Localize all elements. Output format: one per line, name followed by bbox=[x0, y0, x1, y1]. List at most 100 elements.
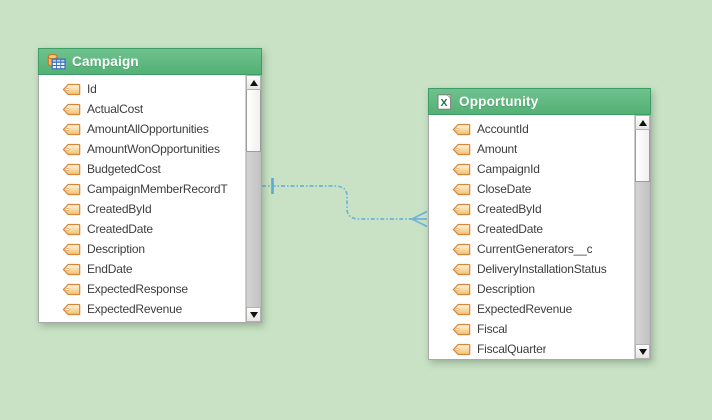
scroll-down-icon bbox=[250, 312, 258, 318]
field-label: CampaignMemberRecordT bbox=[87, 182, 228, 196]
campaign-field-list: Id ActualCost AmountAllOpportunities Amo… bbox=[39, 79, 244, 322]
field-row[interactable]: Description bbox=[429, 279, 633, 299]
tag-icon bbox=[62, 223, 81, 236]
field-row[interactable]: FiscalQuarter bbox=[429, 339, 633, 359]
opportunity-header[interactable]: X Opportunity bbox=[428, 88, 651, 115]
field-label: AccountId bbox=[477, 122, 529, 136]
field-label: CreatedById bbox=[87, 202, 152, 216]
tag-icon bbox=[452, 123, 471, 136]
field-row[interactable]: CreatedById bbox=[39, 199, 244, 219]
field-row[interactable]: Id bbox=[39, 79, 244, 99]
field-row[interactable]: Description bbox=[39, 239, 244, 259]
field-label: CurrentGenerators__c bbox=[477, 242, 592, 256]
opportunity-scrollbar[interactable] bbox=[634, 115, 650, 359]
field-label: BudgetedCost bbox=[87, 162, 161, 176]
field-label: ExpectedRevenue bbox=[477, 302, 572, 316]
campaign-header[interactable]: Campaign bbox=[38, 48, 262, 75]
tag-icon bbox=[452, 183, 471, 196]
field-label: CreatedDate bbox=[87, 222, 153, 236]
field-row[interactable]: ActualCost bbox=[39, 99, 244, 119]
tag-icon bbox=[452, 243, 471, 256]
opportunity-body: AccountId Amount CampaignId CloseDate Cr… bbox=[428, 115, 651, 360]
field-label: Description bbox=[477, 282, 535, 296]
tag-icon bbox=[62, 263, 81, 276]
tag-icon bbox=[452, 223, 471, 236]
field-row[interactable]: CreatedDate bbox=[39, 219, 244, 239]
field-row[interactable]: ExpectedResponse bbox=[39, 279, 244, 299]
tag-icon bbox=[62, 183, 81, 196]
field-label: AmountAllOpportunities bbox=[87, 122, 209, 136]
tag-icon bbox=[62, 123, 81, 136]
field-row[interactable]: ExpectedRevenue bbox=[429, 299, 633, 319]
field-row[interactable]: AmountAllOpportunities bbox=[39, 119, 244, 139]
scroll-up-icon bbox=[250, 80, 258, 86]
tag-icon bbox=[62, 283, 81, 296]
field-row[interactable]: AccountId bbox=[429, 119, 633, 139]
tag-icon bbox=[452, 343, 471, 356]
field-row[interactable]: DeliveryInstallationStatus bbox=[429, 259, 633, 279]
field-row[interactable]: CreatedById bbox=[429, 199, 633, 219]
field-label: Fiscal bbox=[477, 322, 507, 336]
tag-icon bbox=[62, 303, 81, 316]
field-label: Description bbox=[87, 242, 145, 256]
campaign-scrollbar[interactable] bbox=[245, 75, 261, 322]
scroll-down-button[interactable] bbox=[635, 344, 650, 359]
tag-icon bbox=[452, 143, 471, 156]
tag-icon bbox=[62, 103, 81, 116]
field-row[interactable]: CampaignMemberRecordT bbox=[39, 179, 244, 199]
svg-text:X: X bbox=[440, 97, 447, 109]
table-title-opportunity: Opportunity bbox=[459, 94, 538, 109]
field-row[interactable]: ExpectedRevenue bbox=[39, 299, 244, 319]
field-label: Amount bbox=[477, 142, 517, 156]
tag-icon bbox=[62, 243, 81, 256]
field-row[interactable]: Amount bbox=[429, 139, 633, 159]
field-row[interactable]: BudgetedCost bbox=[39, 159, 244, 179]
field-label: CloseDate bbox=[477, 182, 531, 196]
tag-icon bbox=[452, 323, 471, 336]
tag-icon bbox=[452, 283, 471, 296]
tag-icon bbox=[62, 203, 81, 216]
campaign-body: Id ActualCost AmountAllOpportunities Amo… bbox=[38, 75, 262, 323]
field-label: Id bbox=[87, 82, 97, 96]
tag-icon bbox=[62, 143, 81, 156]
opportunity-field-list: AccountId Amount CampaignId CloseDate Cr… bbox=[429, 119, 633, 359]
scroll-thumb[interactable] bbox=[635, 130, 650, 182]
field-row[interactable]: EndDate bbox=[39, 259, 244, 279]
scroll-up-button[interactable] bbox=[246, 75, 261, 90]
tag-icon bbox=[452, 163, 471, 176]
tag-icon bbox=[452, 203, 471, 216]
cardinality-many-crowfoot bbox=[412, 212, 427, 227]
field-label: AmountWonOpportunities bbox=[87, 142, 220, 156]
field-label: DeliveryInstallationStatus bbox=[477, 262, 607, 276]
relationship-connector-campaign-opportunity[interactable] bbox=[262, 178, 427, 227]
tag-icon bbox=[62, 163, 81, 176]
field-row[interactable]: CloseDate bbox=[429, 179, 633, 199]
tag-icon bbox=[62, 83, 81, 96]
scroll-thumb[interactable] bbox=[246, 90, 261, 152]
scroll-track[interactable] bbox=[246, 152, 261, 307]
field-row[interactable]: CampaignId bbox=[429, 159, 633, 179]
field-row[interactable]: CreatedDate bbox=[429, 219, 633, 239]
field-row[interactable]: AmountWonOpportunities bbox=[39, 139, 244, 159]
field-row[interactable]: CurrentGenerators__c bbox=[429, 239, 633, 259]
entity-table-campaign: Campaign Id ActualCost AmountAllOpportun… bbox=[38, 48, 262, 323]
field-label: CampaignId bbox=[477, 162, 540, 176]
scroll-up-icon bbox=[639, 120, 647, 126]
field-label: FiscalQuarter bbox=[477, 342, 546, 356]
database-table-icon bbox=[47, 53, 66, 70]
scroll-up-button[interactable] bbox=[635, 115, 650, 130]
field-label: CreatedDate bbox=[477, 222, 543, 236]
scroll-track[interactable] bbox=[635, 182, 650, 344]
tag-icon bbox=[452, 303, 471, 316]
scroll-down-icon bbox=[639, 349, 647, 355]
field-label: ExpectedResponse bbox=[87, 282, 188, 296]
entity-table-opportunity: X Opportunity AccountId Amount CampaignI… bbox=[428, 88, 651, 360]
table-title-campaign: Campaign bbox=[72, 54, 139, 69]
tag-icon bbox=[452, 263, 471, 276]
excel-file-icon: X bbox=[437, 94, 453, 110]
field-label: ActualCost bbox=[87, 102, 143, 116]
field-label: EndDate bbox=[87, 262, 132, 276]
field-row[interactable]: Fiscal bbox=[429, 319, 633, 339]
scroll-down-button[interactable] bbox=[246, 307, 261, 322]
